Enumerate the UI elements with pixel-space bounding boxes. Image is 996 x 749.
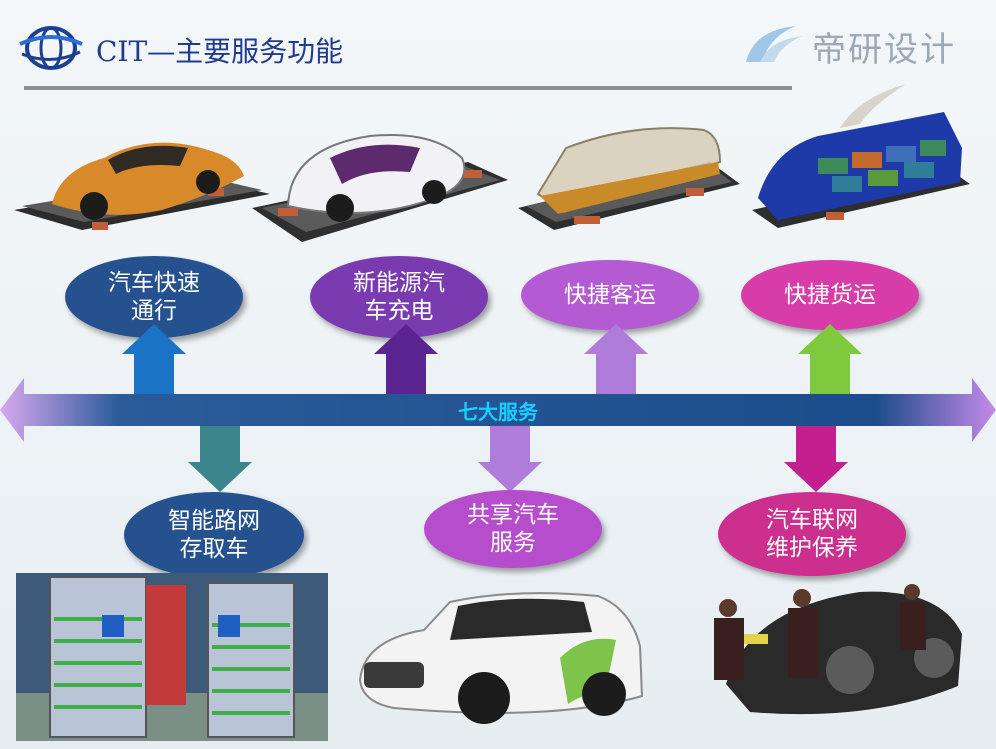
service-ev-charging: 新能源汽 车充电 (310, 256, 488, 338)
service-fast-freight: 快捷货运 (741, 260, 919, 330)
service-axis-diagram (0, 324, 996, 492)
service-fast-transit: 汽车快速 通行 (65, 256, 243, 338)
passenger-pod-image (514, 122, 742, 232)
axis-band (0, 378, 996, 442)
arrow-up-freight (798, 324, 862, 394)
service-car-sharing: 共享汽车 服务 (424, 490, 602, 568)
cargo-pod-image (748, 78, 972, 232)
globe-logo-icon (18, 22, 84, 74)
axis-label: 七大服务 (458, 400, 538, 424)
arrow-up-ev-charging (374, 324, 438, 394)
orange-car-on-pallet-image (12, 118, 274, 234)
arrow-down-connected-maintenance (784, 426, 848, 492)
page-title: CIT—主要服务功能 (96, 35, 344, 68)
service-fast-passenger: 快捷客运 (521, 260, 699, 330)
arrow-up-passenger (584, 324, 648, 394)
service-smart-parking: 智能路网 存取车 (124, 492, 304, 578)
evcard-suv-image (354, 584, 648, 734)
title-divider (24, 86, 792, 90)
car-maintenance-image (690, 574, 968, 740)
brand-name: 帝研设计 (812, 30, 956, 70)
parking-tower-image (16, 573, 328, 741)
arrow-down-smart-parking (188, 426, 252, 492)
white-concept-ev-image (250, 128, 512, 246)
service-connected-maintenance: 汽车联网 维护保养 (718, 492, 906, 576)
arrow-down-car-sharing (478, 426, 542, 492)
arrow-up-fast-transit (122, 324, 186, 394)
wave-logo-icon (740, 22, 806, 66)
